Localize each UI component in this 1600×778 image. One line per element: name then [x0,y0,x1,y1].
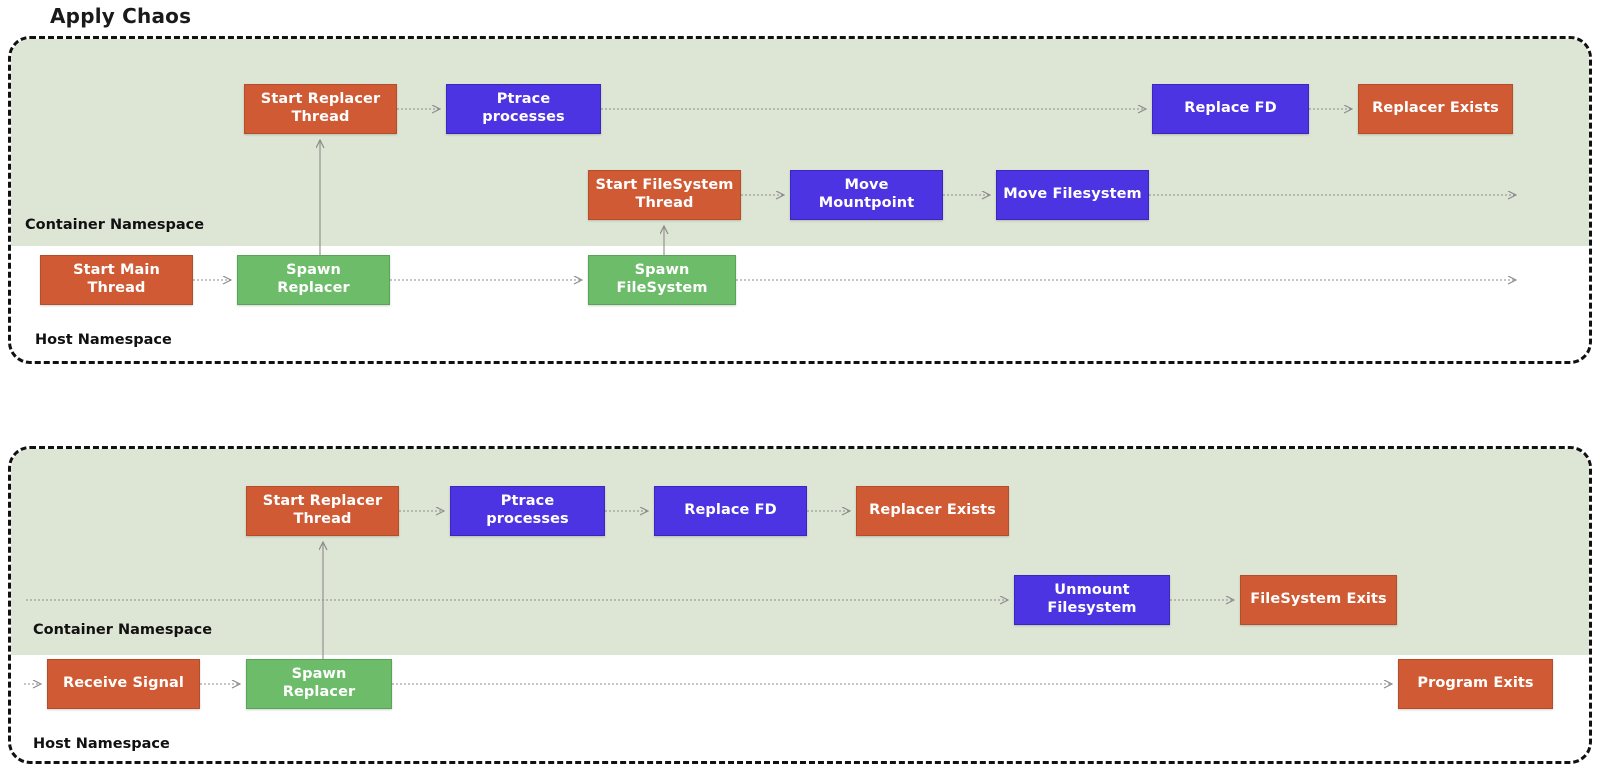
node-replace-fd[interactable]: Replace FD [1152,84,1309,134]
node-start-replacer-thread-2[interactable]: Start Replacer Thread [246,486,399,536]
node-label: Start FileSystem Thread [595,177,734,211]
node-label: Ptrace processes [486,493,569,527]
node-label: FileSystem Exits [1250,591,1387,608]
node-label: Program Exits [1417,675,1534,692]
node-move-filesystem[interactable]: Move Filesystem [996,170,1149,220]
node-label: Spawn FileSystem [616,262,708,296]
node-unmount-filesystem[interactable]: Unmount Filesystem [1014,575,1170,625]
node-start-main-thread[interactable]: Start Main Thread [40,255,193,305]
host-namespace-label-1: Host Namespace [35,332,172,348]
node-label: Move Filesystem [1003,186,1142,203]
node-label: Receive Signal [62,675,184,692]
node-label: Replacer Exists [1372,100,1499,117]
node-receive-signal[interactable]: Receive Signal [47,659,200,709]
node-start-filesystem-thread[interactable]: Start FileSystem Thread [588,170,741,220]
node-label: Start Main Thread [73,262,160,296]
node-spawn-replacer[interactable]: Spawn Replacer [237,255,390,305]
node-label: Replace FD [684,502,777,519]
host-namespace-label-2: Host Namespace [33,736,170,752]
node-replacer-exists[interactable]: Replacer Exists [1358,84,1513,134]
node-spawn-replacer-2[interactable]: Spawn Replacer [246,659,392,709]
node-label: Ptrace processes [482,91,565,125]
node-replace-fd-2[interactable]: Replace FD [654,486,807,536]
node-start-replacer-thread[interactable]: Start Replacer Thread [244,84,397,134]
container-namespace-label-1: Container Namespace [25,217,205,233]
node-label: Replacer Exists [869,502,996,519]
node-spawn-filesystem[interactable]: Spawn FileSystem [588,255,736,305]
node-ptrace-processes[interactable]: Ptrace processes [446,84,601,134]
node-label: Start Replacer Thread [262,493,383,527]
page-title: Apply Chaos [50,4,192,28]
container-namespace-label-2: Container Namespace [33,622,213,638]
node-label: Spawn Replacer [282,666,356,700]
node-move-mountpoint[interactable]: Move Mountpoint [790,170,943,220]
node-ptrace-processes-2[interactable]: Ptrace processes [450,486,605,536]
node-label: Replace FD [1184,100,1277,117]
node-label: Move Mountpoint [818,177,915,211]
node-label: Start Replacer Thread [260,91,381,125]
node-program-exits[interactable]: Program Exits [1398,659,1553,709]
node-label: Unmount Filesystem [1047,582,1137,616]
node-filesystem-exits[interactable]: FileSystem Exits [1240,575,1397,625]
node-replacer-exists-2[interactable]: Replacer Exists [856,486,1009,536]
node-label: Spawn Replacer [277,262,350,296]
